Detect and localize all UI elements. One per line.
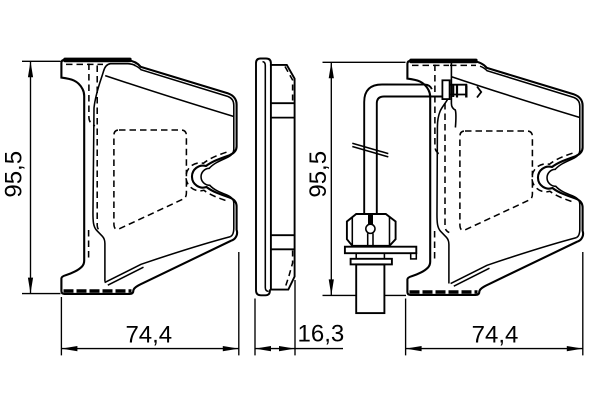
svg-text:74,4: 74,4: [125, 322, 172, 349]
svg-text:74,4: 74,4: [472, 322, 519, 349]
svg-text:16,3: 16,3: [298, 321, 345, 348]
svg-text:95,5: 95,5: [0, 151, 27, 198]
svg-text:95,5: 95,5: [305, 151, 332, 198]
